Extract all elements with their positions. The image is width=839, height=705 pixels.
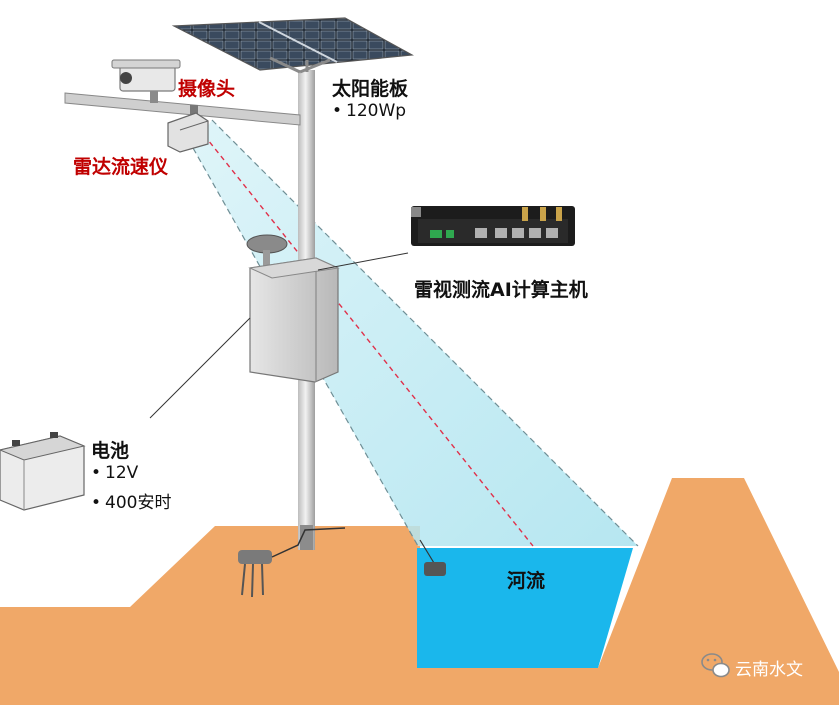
- battery-spec-capacity: •400安时: [91, 493, 172, 513]
- battery-voltage-value: 12V: [105, 463, 139, 483]
- radar-label: 雷达流速仪: [73, 156, 169, 178]
- camera-device: [111, 59, 181, 103]
- gnss-antenna: [246, 234, 288, 268]
- cable: [271, 527, 346, 558]
- battery-device: [0, 432, 86, 511]
- beam-edge-top: [211, 119, 639, 547]
- battery-capacity-value: 400安时: [105, 493, 172, 513]
- radar-sensor-device: [167, 105, 209, 153]
- solar-spec-value: 120Wp: [346, 101, 407, 121]
- battery-leader-line: [149, 317, 251, 419]
- river-water: [417, 548, 633, 668]
- solar-panel: [171, 17, 414, 71]
- river-label: 河流: [507, 570, 546, 592]
- camera-label: 摄像头: [178, 78, 236, 100]
- wechat-icon: [701, 653, 730, 678]
- beam-center-line: [203, 134, 534, 547]
- solar-spec: •120Wp: [332, 101, 407, 121]
- pole-base: [300, 525, 313, 550]
- watermark-text: 云南水文: [735, 660, 803, 680]
- beam-edge-bottom: [192, 147, 419, 547]
- battery-spec-voltage: •12V: [91, 463, 139, 483]
- equipment-cabinet: [248, 257, 340, 383]
- solar-panel-label: 太阳能板: [332, 78, 409, 100]
- computer-label: 雷视测流AI计算主机: [414, 279, 588, 301]
- computer-leader-line: [317, 252, 409, 271]
- ai-computer-device: [411, 206, 575, 246]
- battery-label: 电池: [91, 440, 130, 462]
- ground-sensor: [238, 550, 272, 598]
- mount-arm: [64, 92, 301, 126]
- water-level-sensor: [419, 539, 446, 576]
- panel-bracket: [269, 56, 331, 74]
